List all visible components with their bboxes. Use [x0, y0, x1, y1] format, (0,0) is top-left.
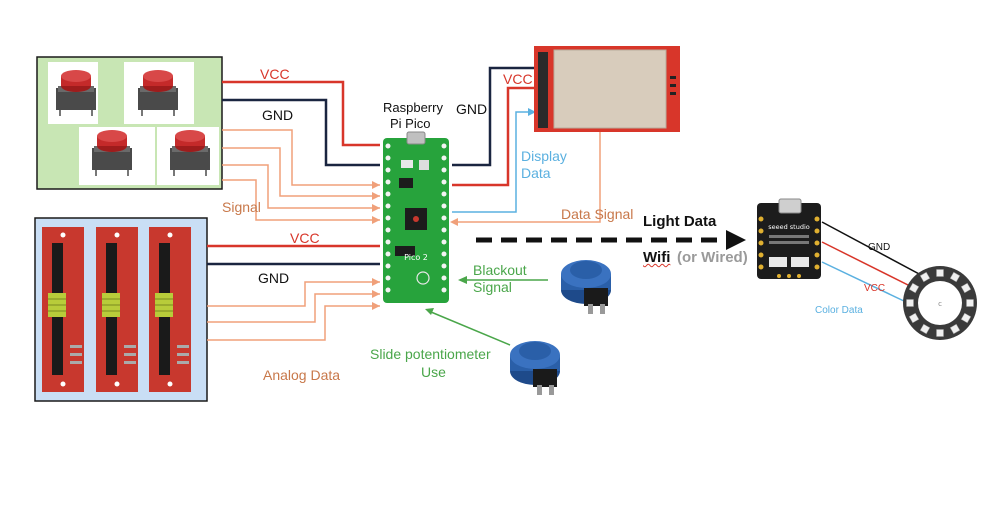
- button-vcc-label: VCC: [260, 66, 290, 82]
- display-gnd-wire: [452, 66, 536, 167]
- ring-data-wire: [821, 261, 907, 303]
- button-signal-wires: [222, 129, 380, 221]
- button-signal-arrowheads: [372, 181, 380, 224]
- display-data-label-1: Display: [521, 148, 567, 164]
- tactile-button-icon: [138, 70, 178, 116]
- data-signal-arrowhead: [450, 218, 458, 226]
- ring-vcc-label: VCC: [864, 283, 886, 294]
- data-signal-wire: [456, 132, 601, 223]
- button-gnd-wire: [222, 98, 380, 167]
- tactile-button-icon: [170, 130, 210, 176]
- xiao-board-icon: seeed studio: [757, 198, 821, 279]
- display-gnd-label: GND: [456, 101, 488, 117]
- slide-potentiometer-icon: [149, 227, 191, 392]
- tactile-button-icon: [56, 70, 96, 116]
- raspberry-pi-pico-icon: Pico 2: [383, 131, 449, 303]
- ring-gnd-wire: [821, 221, 937, 284]
- pico-badge: Pico 2: [404, 253, 428, 262]
- slide-use-label-2: Use: [421, 364, 446, 380]
- light-data-label: Light Data: [643, 213, 717, 230]
- color-data-label: Color Data: [815, 305, 863, 316]
- slide-use-label-1: Slide potentiometer: [370, 346, 491, 362]
- slider-analog-wires: [207, 281, 380, 341]
- blackout-arrowhead: [458, 276, 467, 284]
- slide-potentiometer-icon: [96, 227, 138, 392]
- arcade-button-icon: [510, 341, 560, 395]
- blackout-label-1: Blackout: [473, 262, 527, 278]
- display-data-wire: [452, 111, 530, 213]
- ring-gnd-label: GND: [868, 242, 891, 253]
- button-panel: [36, 56, 223, 190]
- signal-label: Signal: [222, 199, 261, 215]
- pico-title-line2: Pi Pico: [390, 116, 431, 131]
- slider-analog-arrowheads: [372, 278, 380, 310]
- light-data-arrowhead: [726, 230, 746, 250]
- pico-title-line1: Raspberry: [383, 100, 443, 115]
- tactile-button-icon: [92, 130, 132, 176]
- arcade-button-icon: [561, 260, 611, 314]
- slider-vcc-label: VCC: [290, 230, 320, 246]
- xiao-brand-label: seeed studio: [768, 223, 810, 231]
- or-wired-label: (or Wired): [677, 249, 748, 266]
- ring-vcc-wire: [821, 241, 919, 291]
- display-vcc-label: VCC: [503, 71, 533, 87]
- slider-gnd-label: GND: [258, 270, 290, 286]
- slide-potentiometer-icon: [42, 227, 84, 392]
- display-vcc-wire: [452, 86, 536, 187]
- wifi-label: Wifi: [643, 249, 671, 266]
- tft-display-icon: [534, 46, 680, 132]
- slide-use-arrow: [430, 311, 511, 346]
- blackout-label-2: Signal: [473, 279, 512, 295]
- svg-text:c: c: [938, 300, 942, 308]
- button-vcc-wire: [222, 80, 380, 147]
- analog-data-label: Analog Data: [263, 367, 341, 383]
- data-signal-label: Data Signal: [561, 206, 634, 222]
- display-data-label-2: Data: [521, 165, 551, 181]
- button-gnd-label: GND: [262, 107, 294, 123]
- neopixel-ring-icon: c: [903, 266, 977, 340]
- display-data-arrowhead: [528, 108, 536, 116]
- slide-use-arrowhead: [425, 308, 434, 315]
